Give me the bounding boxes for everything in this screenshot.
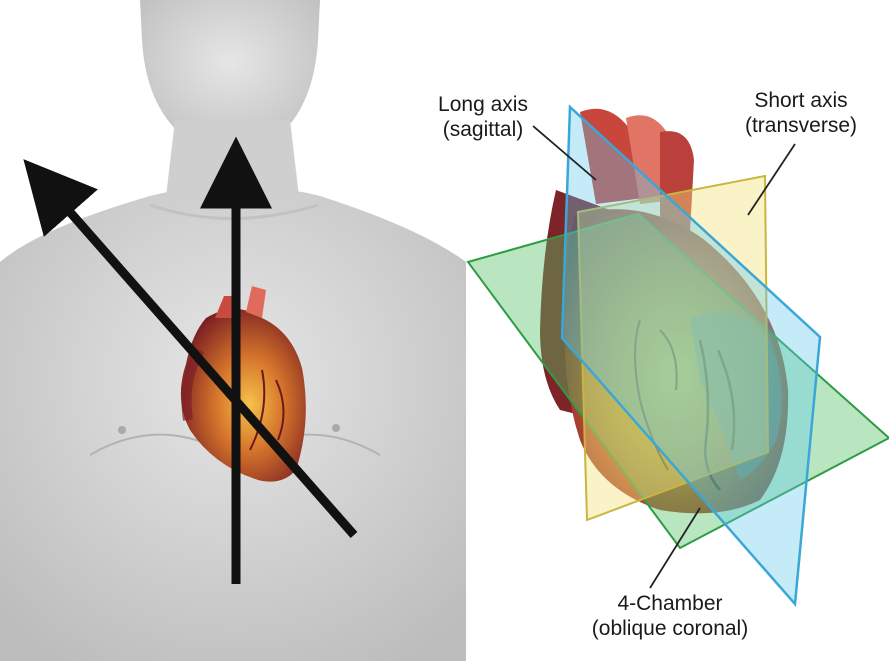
four-chamber-label: 4-Chamber (oblique coronal): [560, 591, 780, 641]
short-axis-label-line2: (transverse): [716, 113, 886, 138]
short-axis-label-line1: Short axis: [716, 88, 886, 113]
four-chamber-label-line1: 4-Chamber: [560, 591, 780, 616]
long-axis-label-line1: Long axis: [408, 92, 558, 117]
long-axis-label-line2: (sagittal): [408, 117, 558, 142]
four-chamber-label-line2: (oblique coronal): [560, 616, 780, 641]
long-axis-label: Long axis (sagittal): [408, 92, 558, 142]
short-axis-label: Short axis (transverse): [716, 88, 886, 138]
